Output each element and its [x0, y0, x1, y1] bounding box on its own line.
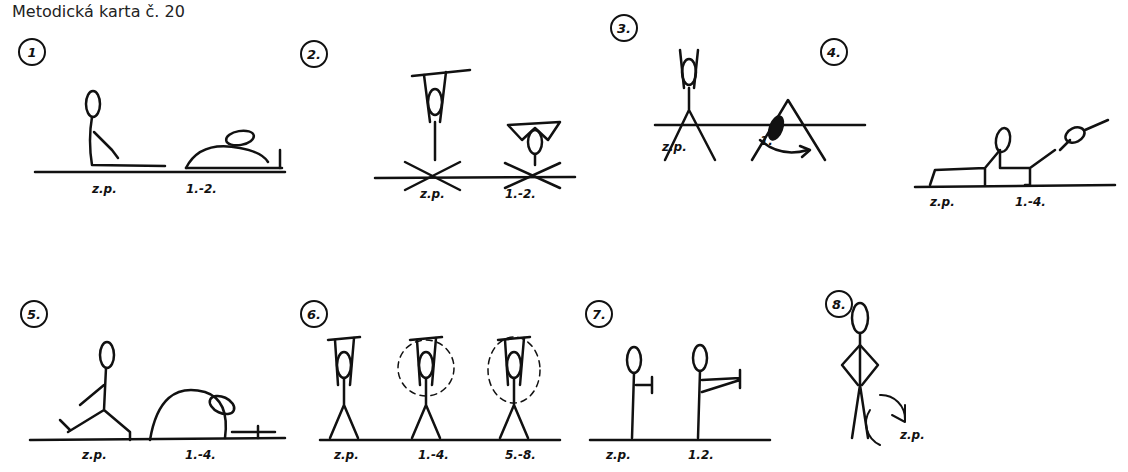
position-label: 1.-2.: [186, 182, 217, 196]
position-label: 1.: [760, 134, 773, 148]
position-label: z.p.: [606, 448, 631, 462]
step-number-circle: 1: [18, 38, 46, 66]
position-label: 1.-2.: [505, 187, 536, 201]
position-label: 1.-4.: [418, 448, 449, 462]
position-label: z.p.: [930, 195, 955, 209]
position-label: 1.2.: [688, 448, 714, 462]
step-number: 3.: [617, 21, 631, 36]
step-number: 2.: [307, 47, 321, 62]
step-number-circle: 2.: [300, 40, 328, 68]
card-title: Metodická karta č. 20: [12, 2, 185, 21]
position-label: 5.-8.: [505, 448, 536, 462]
step-number-circle: 7.: [585, 300, 613, 328]
position-label: z.p.: [82, 448, 107, 462]
step-number-circle: 8.: [825, 290, 853, 318]
position-label: z.p.: [900, 428, 925, 442]
step-number-circle: 3.: [610, 14, 638, 42]
step-number-circle: 5.: [20, 300, 48, 328]
step-number: 6.: [307, 307, 321, 322]
step-number: 4.: [827, 45, 841, 60]
step-number-circle: 4.: [820, 38, 848, 66]
position-label: z.p.: [92, 182, 117, 196]
step-number: 8.: [832, 297, 846, 312]
position-label: z.p.: [662, 140, 687, 154]
step-number: 5.: [27, 307, 41, 322]
position-label: z.p.: [334, 448, 359, 462]
position-label: 1.-4.: [1015, 195, 1046, 209]
step-number-circle: 6.: [300, 300, 328, 328]
step-number: 7.: [592, 307, 606, 322]
step-number: 1: [27, 45, 36, 60]
position-label: z.p.: [420, 187, 445, 201]
position-label: 1.-4.: [185, 448, 216, 462]
